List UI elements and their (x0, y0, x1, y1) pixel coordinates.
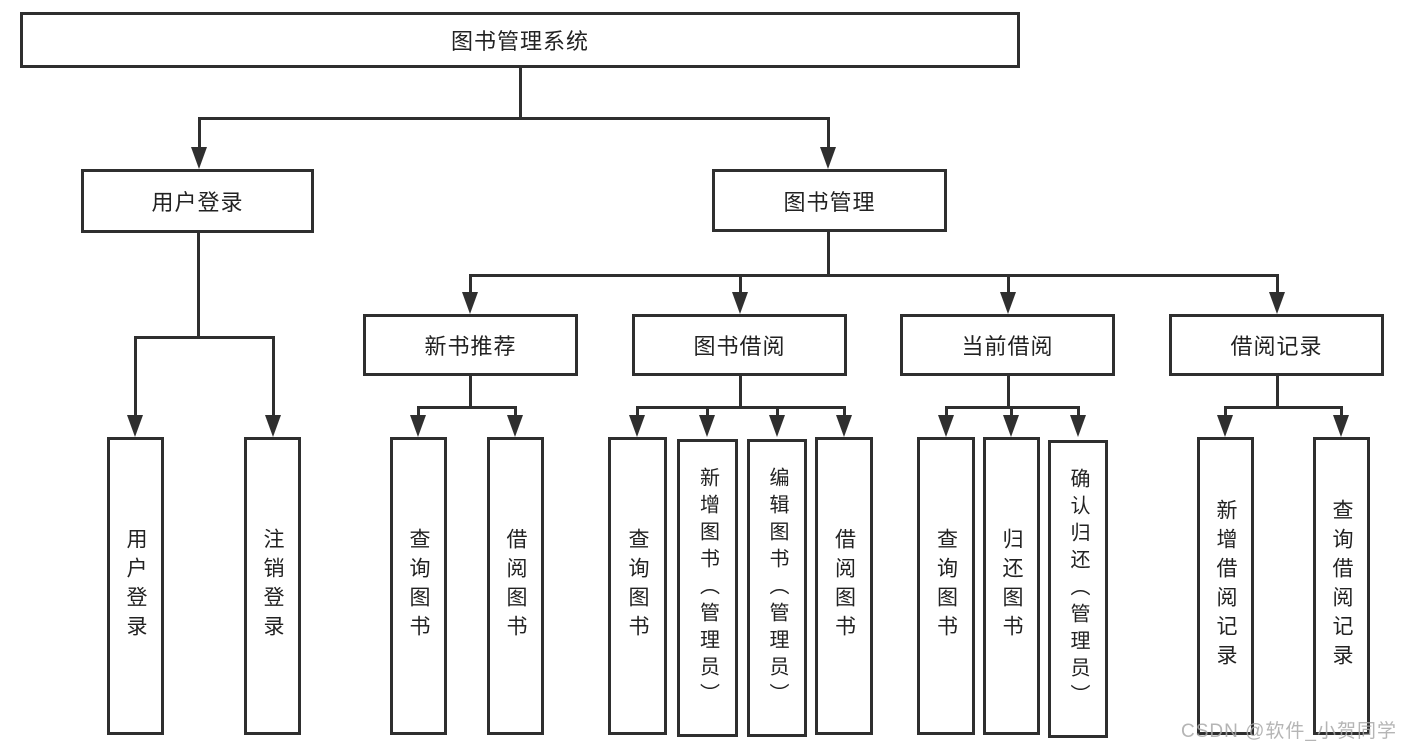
leaf-borrow-books: 借阅图书 (815, 437, 873, 735)
node-user-login: 用户登录 (81, 169, 314, 233)
node-book-borrow: 图书借阅 (632, 314, 847, 376)
leaf-add-borrow-record: 新增借阅记录 (1197, 437, 1254, 735)
node-new-book-recommend-label: 新书推荐 (424, 334, 517, 359)
leaf-borrow-query-books-label: 查询图书 (626, 528, 649, 644)
leaf-recommend-borrow-books-label: 借阅图书 (504, 528, 527, 644)
leaf-current-query-books-label: 查询图书 (934, 528, 958, 644)
connector-line (945, 406, 948, 418)
connector-line (417, 406, 517, 409)
connector-line (198, 117, 201, 150)
connector-line (198, 117, 829, 120)
arrow-down-icon (699, 415, 715, 437)
node-borrow-records-label: 借阅记录 (1230, 334, 1323, 359)
connector-line (417, 406, 420, 418)
connector-line (636, 406, 845, 409)
connector-line (1077, 406, 1080, 418)
arrow-down-icon (836, 415, 852, 437)
connector-line (1007, 274, 1010, 296)
connector-line (843, 406, 846, 418)
connector-line (636, 406, 639, 418)
leaf-return-books-label: 归还图书 (1000, 528, 1023, 644)
leaf-user-login: 用户登录 (107, 437, 164, 735)
node-library-system: 图书管理系统 (20, 12, 1020, 68)
arrow-down-icon (769, 415, 785, 437)
node-user-login-label: 用户登录 (151, 190, 244, 215)
leaf-return-books: 归还图书 (983, 437, 1040, 735)
connector-line (134, 336, 275, 339)
connector-line (739, 376, 742, 409)
connector-line (1276, 376, 1279, 409)
node-library-system-label: 图书管理系统 (450, 29, 589, 54)
connector-line (776, 406, 779, 418)
connector-line (739, 274, 742, 296)
arrow-down-icon (1217, 415, 1233, 437)
leaf-query-borrow-record: 查询借阅记录 (1313, 437, 1370, 735)
connector-line (706, 406, 709, 418)
arrow-down-icon (1000, 292, 1016, 314)
arrow-down-icon (507, 415, 523, 437)
connector-line (514, 406, 517, 418)
node-current-borrow-label: 当前借阅 (961, 334, 1054, 359)
connector-line (1224, 406, 1342, 409)
leaf-recommend-query-books: 查询图书 (390, 437, 447, 735)
connector-line (134, 336, 137, 417)
connector-line (1276, 274, 1279, 296)
leaf-edit-books-admin-label: 编辑图书（管理员） (766, 466, 788, 710)
connector-line (197, 233, 200, 338)
leaf-recommend-query-books-label: 查询图书 (407, 528, 430, 644)
arrow-down-icon (410, 415, 426, 437)
leaf-add-books-admin-label: 新增图书（管理员） (696, 466, 719, 710)
leaf-confirm-return-admin-label: 确认归还（管理员） (1067, 467, 1089, 711)
connector-line (827, 117, 830, 150)
leaf-current-query-books: 查询图书 (917, 437, 975, 735)
arrow-down-icon (938, 415, 954, 437)
leaf-query-borrow-record-label: 查询借阅记录 (1330, 499, 1353, 673)
arrow-down-icon (820, 147, 836, 169)
connector-line (519, 68, 522, 117)
leaf-borrow-books-label: 借阅图书 (832, 528, 856, 644)
leaf-edit-books-admin: 编辑图书（管理员） (747, 439, 807, 737)
arrow-down-icon (1070, 415, 1086, 437)
arrow-down-icon (1003, 415, 1019, 437)
leaf-recommend-borrow-books: 借阅图书 (487, 437, 544, 735)
leaf-confirm-return-admin: 确认归还（管理员） (1048, 440, 1108, 738)
connector-line (469, 274, 1278, 277)
node-book-management: 图书管理 (712, 169, 947, 232)
leaf-logout: 注销登录 (244, 437, 301, 735)
arrow-down-icon (191, 147, 207, 169)
node-book-management-label: 图书管理 (783, 189, 876, 215)
connector-line (1224, 406, 1227, 418)
leaf-add-borrow-record-label: 新增借阅记录 (1214, 499, 1237, 673)
connector-line (1007, 376, 1010, 409)
node-book-borrow-label: 图书借阅 (693, 334, 786, 359)
leaf-user-login-label: 用户登录 (124, 528, 147, 644)
connector-line (469, 376, 472, 409)
leaf-borrow-query-books: 查询图书 (608, 437, 667, 735)
arrow-down-icon (1333, 415, 1349, 437)
arrow-down-icon (629, 415, 645, 437)
connector-line (827, 232, 830, 276)
connector-line (1010, 406, 1013, 418)
arrow-down-icon (127, 415, 143, 437)
leaf-logout-label: 注销登录 (261, 528, 284, 644)
node-borrow-records: 借阅记录 (1169, 314, 1384, 376)
arrow-down-icon (732, 292, 748, 314)
connector-line (1340, 406, 1343, 418)
leaf-add-books-admin: 新增图书（管理员） (677, 439, 738, 737)
arrow-down-icon (462, 292, 478, 314)
csdn-watermark: CSDN @软件_小贺同学 (1181, 721, 1397, 742)
arrow-down-icon (1269, 292, 1285, 314)
arrow-down-icon (265, 415, 281, 437)
connector-line (272, 336, 275, 417)
node-current-borrow: 当前借阅 (900, 314, 1115, 376)
connector-line (469, 274, 472, 296)
node-new-book-recommend: 新书推荐 (363, 314, 578, 376)
